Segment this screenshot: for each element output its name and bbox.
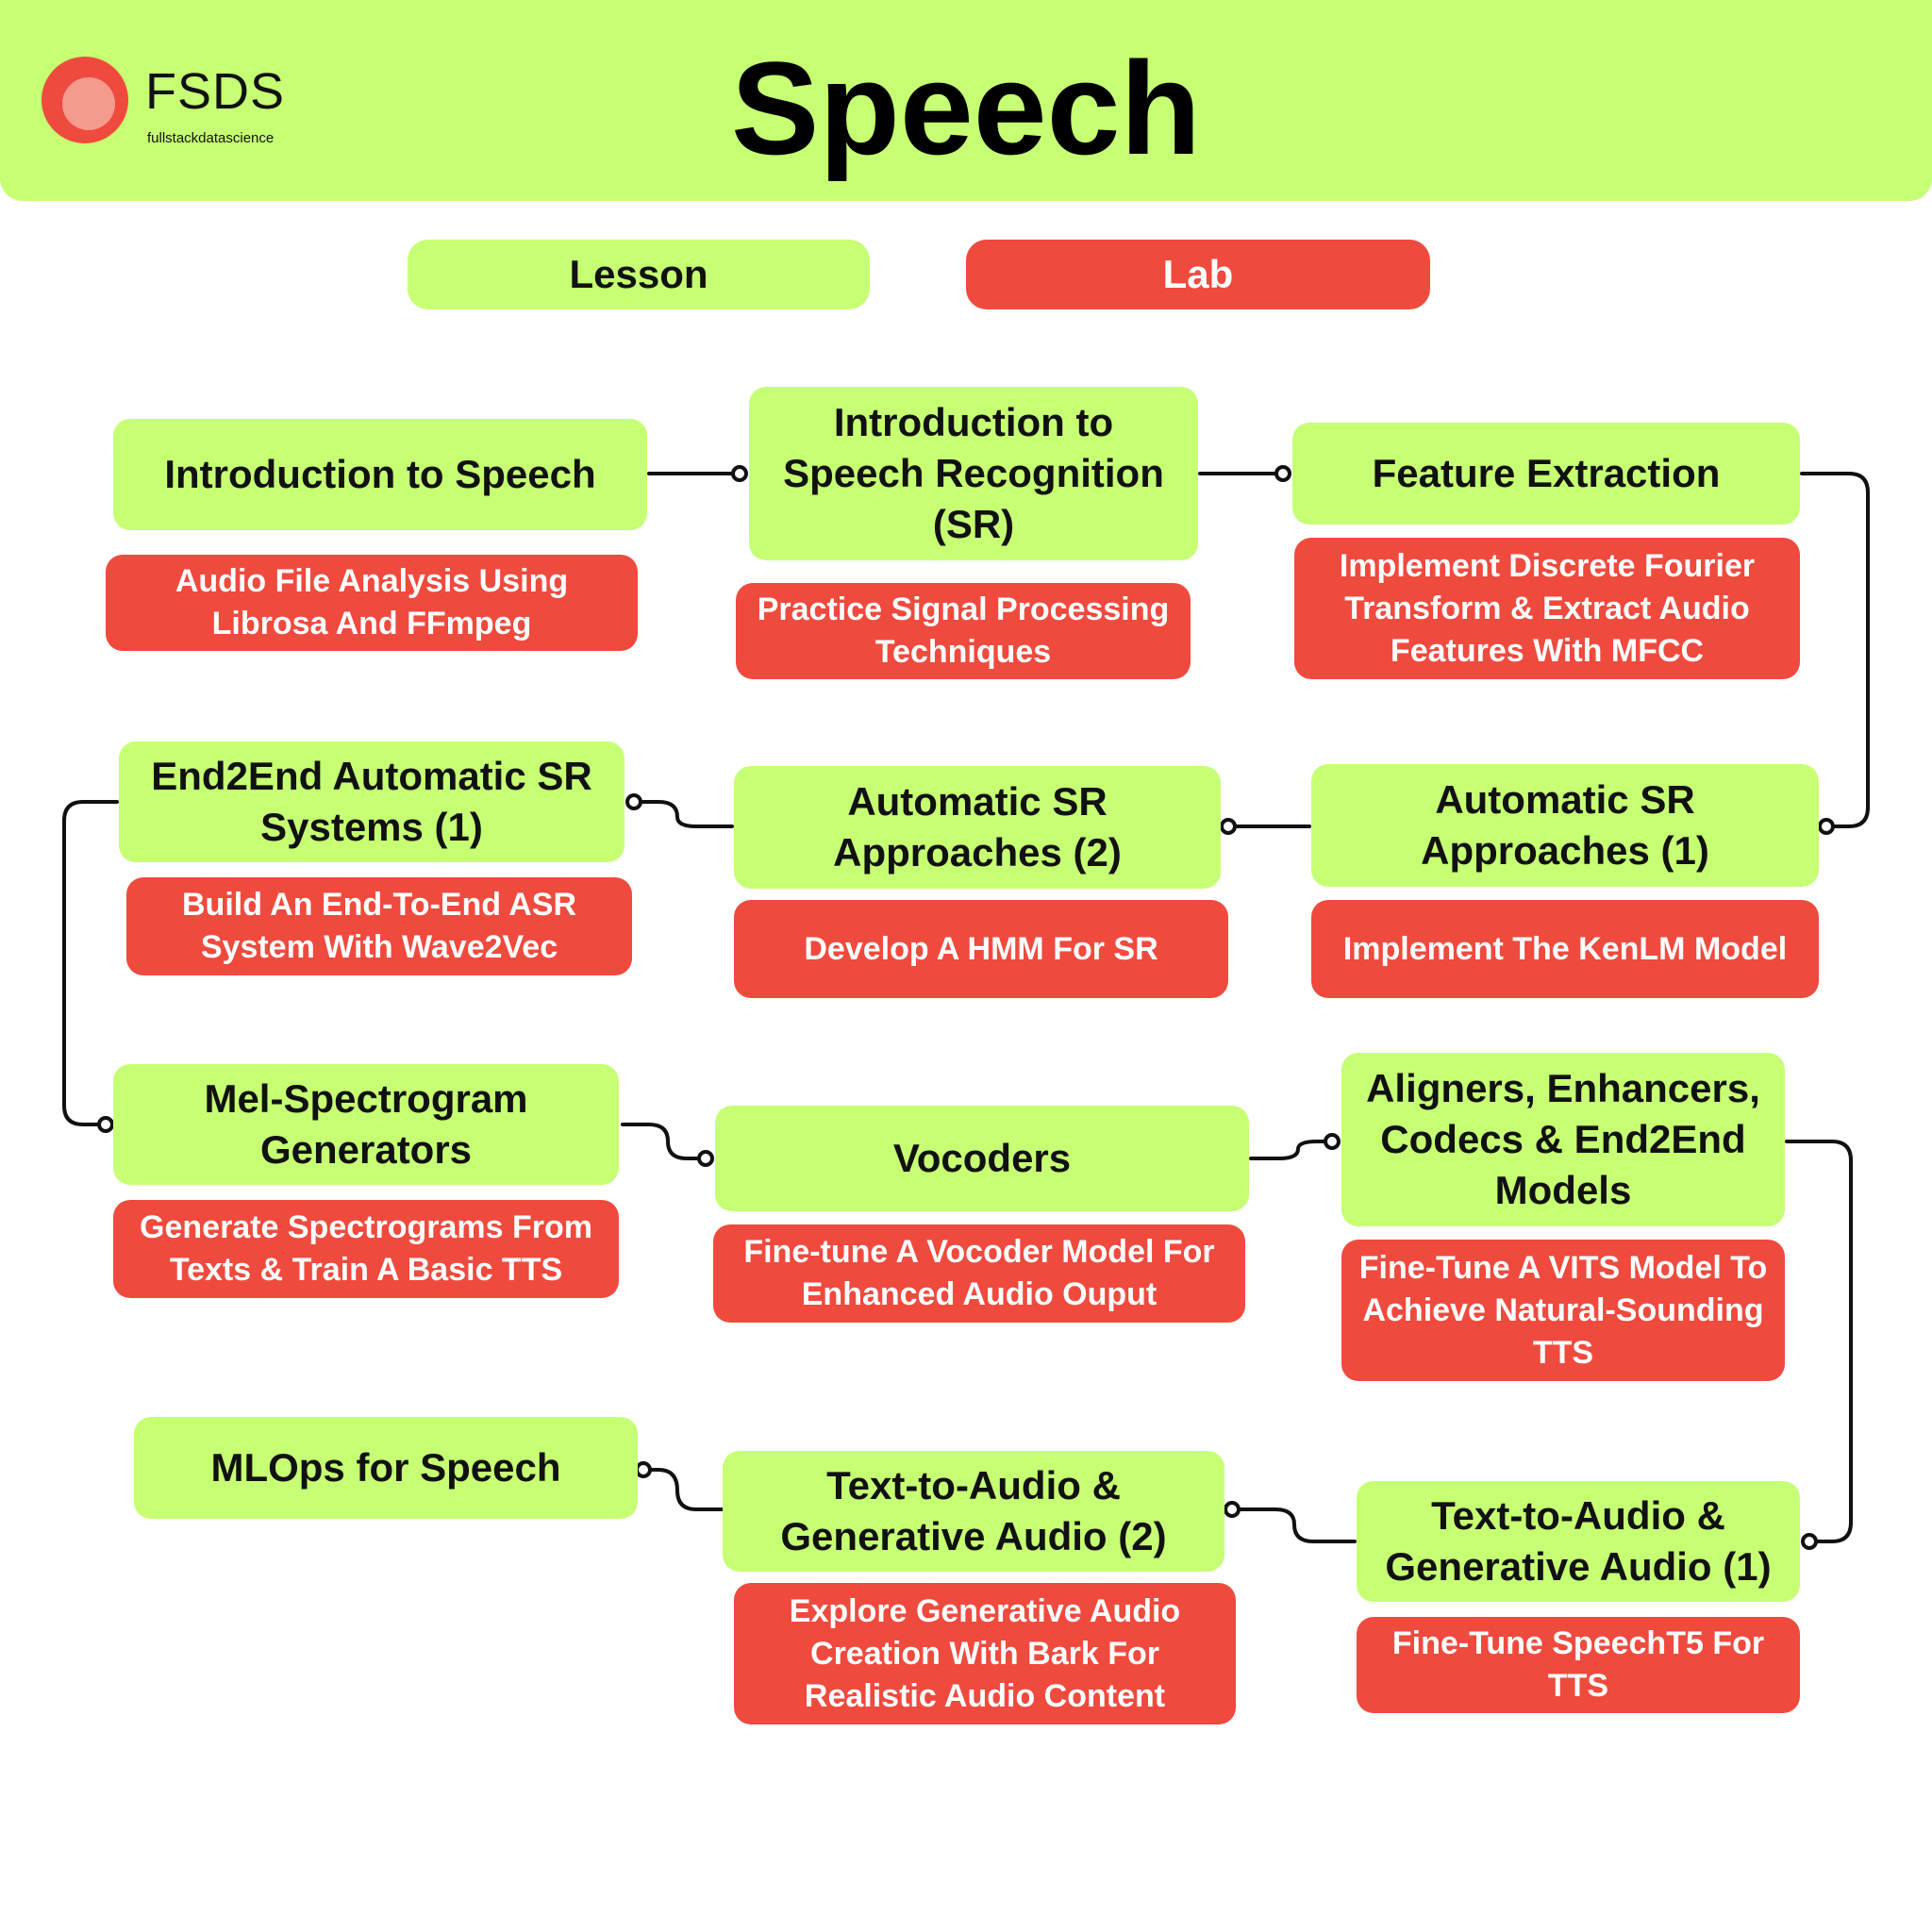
connector-dot-icon	[635, 1461, 652, 1478]
connector-3-4	[1800, 472, 1870, 828]
lab-label: Fine-Tune SpeechT5 For TTS	[1391, 1625, 1765, 1704]
lesson-label: Vocoders	[892, 1136, 1072, 1180]
lab-generate-spectrograms: Generate Spectrograms From Texts & Train…	[113, 1200, 619, 1298]
lab-label: Fine-Tune A VITS Model To Achieve Natura…	[1358, 1249, 1768, 1371]
connector-11-12	[641, 1468, 724, 1511]
lesson-label: Text-to-Audio & Generative Audio (1)	[1385, 1493, 1772, 1589]
connector-dot-icon	[1274, 465, 1291, 482]
connector-dot-icon	[1224, 1501, 1241, 1518]
logo-tagline: fullstackdatascience	[147, 130, 275, 146]
connector-dot-icon	[97, 1116, 114, 1133]
lab-audio-file-analysis: Audio File Analysis Using Librosa And FF…	[106, 555, 638, 651]
connector-dot-icon	[1801, 1533, 1818, 1550]
lab-label: Fine-tune A Vocoder Model For Enhanced A…	[743, 1234, 1215, 1312]
lesson-label: Introduction to Speech Recognition (SR)	[783, 400, 1164, 546]
fsds-logo: FSDS fullstackdatascience	[42, 55, 296, 149]
lab-kenlm-model: Implement The KenLM Model	[1311, 900, 1819, 998]
lab-label: Practice Signal Processing Techniques	[757, 591, 1170, 670]
lesson-intro-speech-recognition: Introduction to Speech Recognition (SR)	[749, 387, 1198, 560]
logo-face-icon	[62, 77, 115, 130]
lesson-label: Mel-Spectrogram Generators	[204, 1076, 528, 1172]
lab-fine-tune-speecht5: Fine-Tune SpeechT5 For TTS	[1357, 1617, 1800, 1713]
lab-label: Develop A HMM For SR	[804, 930, 1158, 967]
lesson-aligners-enhancers-codecs: Aligners, Enhancers, Codecs & End2End Mo…	[1341, 1053, 1785, 1226]
legend-lab: Lab	[966, 240, 1430, 309]
lesson-text-to-audio-2: Text-to-Audio & Generative Audio (2)	[723, 1451, 1224, 1572]
lesson-label: Feature Extraction	[1372, 451, 1721, 495]
lesson-label: Introduction to Speech	[164, 452, 596, 496]
lab-fine-tune-vits: Fine-Tune A VITS Model To Achieve Natura…	[1341, 1240, 1785, 1381]
lesson-vocoders: Vocoders	[715, 1106, 1249, 1211]
lab-signal-processing: Practice Signal Processing Techniques	[736, 583, 1191, 679]
lab-hmm-for-sr: Develop A HMM For SR	[734, 900, 1228, 998]
lab-label: Audio File Analysis Using Librosa And FF…	[175, 563, 569, 641]
connector-dot-icon	[625, 793, 642, 810]
lab-bark-generative-audio: Explore Generative Audio Creation With B…	[734, 1583, 1236, 1724]
lesson-label: Automatic SR Approaches (1)	[1421, 777, 1709, 873]
connector-dot-icon	[1220, 818, 1237, 835]
lesson-text-to-audio-1: Text-to-Audio & Generative Audio (1)	[1357, 1481, 1800, 1602]
lab-fine-tune-vocoder: Fine-tune A Vocoder Model For Enhanced A…	[713, 1224, 1245, 1323]
lesson-label: Text-to-Audio & Generative Audio (2)	[780, 1463, 1167, 1558]
connector-10-11	[1230, 1507, 1357, 1543]
connector-dot-icon	[731, 465, 748, 482]
connector-9-10	[1785, 1140, 1853, 1543]
lesson-label: MLOps for Speech	[210, 1445, 561, 1490]
lesson-label: Automatic SR Approaches (2)	[833, 779, 1122, 874]
connector-7-8	[621, 1123, 708, 1160]
lesson-label: End2End Automatic SR Systems (1)	[151, 754, 592, 849]
connector-dot-icon	[1324, 1133, 1341, 1150]
lab-label: Explore Generative Audio Creation With B…	[789, 1592, 1181, 1714]
connector-8-9	[1249, 1140, 1334, 1160]
lab-label: Generate Spectrograms From Texts & Train…	[140, 1209, 592, 1288]
lesson-end2end-asr-systems: End2End Automatic SR Systems (1)	[119, 741, 625, 862]
connector-5-6	[632, 800, 734, 828]
logo-brand: FSDS	[145, 63, 286, 120]
lesson-automatic-sr-approaches-1: Automatic SR Approaches (1)	[1311, 764, 1819, 887]
connector-dot-icon	[697, 1150, 714, 1167]
lab-end-to-end-asr-wave2vec: Build An End-To-End ASR System With Wave…	[126, 877, 632, 975]
lab-label: Implement Discrete Fourier Transform & E…	[1339, 547, 1756, 669]
connector-dot-icon	[1818, 818, 1835, 835]
page-title: Speech	[731, 34, 1201, 182]
lesson-automatic-sr-approaches-2: Automatic SR Approaches (2)	[734, 766, 1221, 889]
connector-6-7	[62, 800, 119, 1126]
lesson-mel-spectrogram-generators: Mel-Spectrogram Generators	[113, 1064, 619, 1185]
lab-dft-mfcc: Implement Discrete Fourier Transform & E…	[1294, 538, 1800, 679]
legend-lesson: Lesson	[408, 240, 870, 309]
lesson-introduction-to-speech: Introduction to Speech	[113, 419, 647, 530]
lesson-label: Aligners, Enhancers, Codecs & End2End Mo…	[1366, 1066, 1760, 1212]
lab-label: Build An End-To-End ASR System With Wave…	[182, 887, 576, 965]
lesson-feature-extraction: Feature Extraction	[1292, 423, 1800, 525]
lesson-mlops-for-speech: MLOps for Speech	[134, 1417, 638, 1519]
lab-label: Implement The KenLM Model	[1342, 930, 1788, 967]
header-banner: FSDS fullstackdatascience Speech	[0, 0, 1932, 201]
